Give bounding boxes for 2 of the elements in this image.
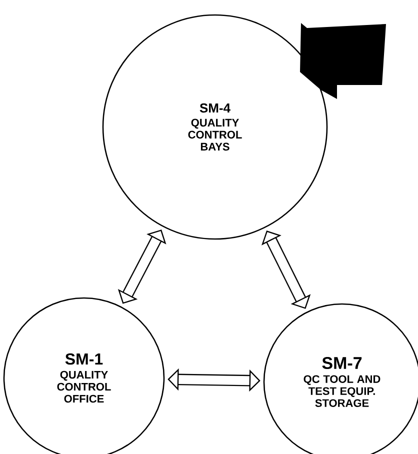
circle-node: SM-4 QUALITY CONTROL BAYS [102, 14, 328, 240]
double-arrow [262, 230, 311, 309]
